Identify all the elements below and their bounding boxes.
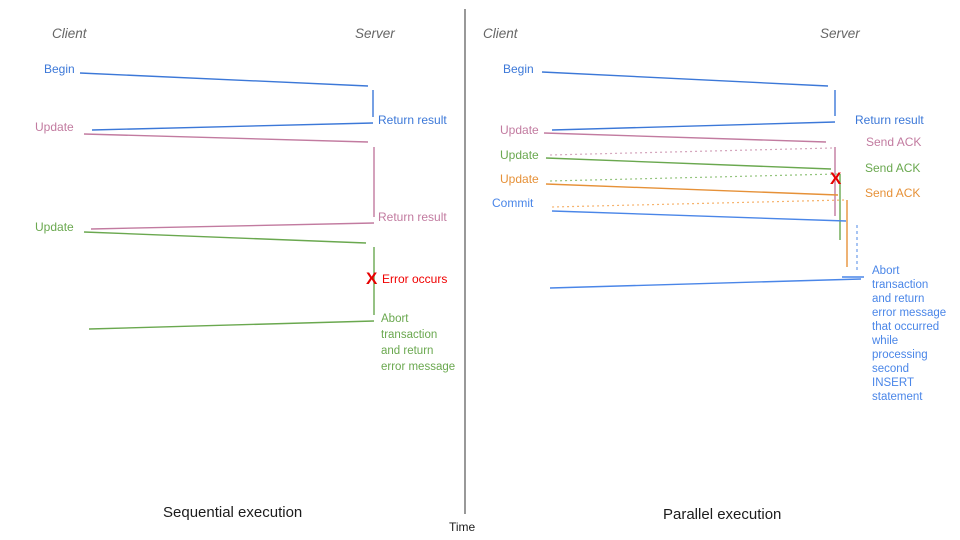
right-update-3-label: Update <box>500 172 539 186</box>
right-error-x-icon: X <box>830 169 841 188</box>
right-abort-note: Abort transaction and return error messa… <box>872 265 947 403</box>
right-return-result-label: Return result <box>855 113 924 127</box>
right-abort-response-arrow <box>549 278 862 289</box>
left-client-label: Client <box>52 26 87 41</box>
right-update-2-label: Update <box>500 148 539 162</box>
left-update1-response-arrow <box>90 222 375 230</box>
right-ack1-dotted-arrow <box>549 147 833 156</box>
left-begin-label: Begin <box>44 62 75 76</box>
right-send-ack-2-label: Send ACK <box>865 161 921 175</box>
right-ack3-dotted-arrow <box>551 199 845 208</box>
right-server-label: Server <box>820 26 860 41</box>
right-send-ack-3-label: Send ACK <box>865 186 921 200</box>
right-commit-request-arrow <box>551 210 847 222</box>
left-return-result-1-label: Return result <box>378 113 447 127</box>
right-begin-response-arrow <box>551 121 836 131</box>
left-error-x-icon: X <box>366 269 377 288</box>
left-return-result-2-label: Return result <box>378 210 447 224</box>
right-update3-request-arrow <box>545 183 839 196</box>
right-commit-label: Commit <box>492 196 534 210</box>
right-caption: Parallel execution <box>663 506 782 523</box>
left-error-occurs-label: Error occurs <box>382 272 448 286</box>
left-begin-response-arrow <box>91 122 374 131</box>
left-server-label: Server <box>355 26 395 41</box>
right-update-1-label: Update <box>500 123 539 137</box>
left-update-2-label: Update <box>35 220 74 234</box>
right-client-label: Client <box>483 26 518 41</box>
left-caption: Sequential execution <box>163 504 303 521</box>
right-begin-label: Begin <box>503 62 534 76</box>
left-update-1-label: Update <box>35 120 74 134</box>
right-update2-request-arrow <box>545 157 832 170</box>
left-abort-response-arrow <box>88 320 375 330</box>
left-update2-request-arrow <box>83 231 367 244</box>
left-abort-note: Abort transaction and return error messa… <box>381 313 456 373</box>
right-ack2-dotted-arrow <box>549 173 838 182</box>
right-send-ack-1-label: Send ACK <box>866 135 922 149</box>
right-update1-request-arrow <box>543 132 827 143</box>
left-update1-request-arrow <box>83 133 369 143</box>
left-begin-request-arrow <box>79 72 369 87</box>
time-axis-label: Time <box>449 520 476 534</box>
right-begin-request-arrow <box>541 71 829 87</box>
